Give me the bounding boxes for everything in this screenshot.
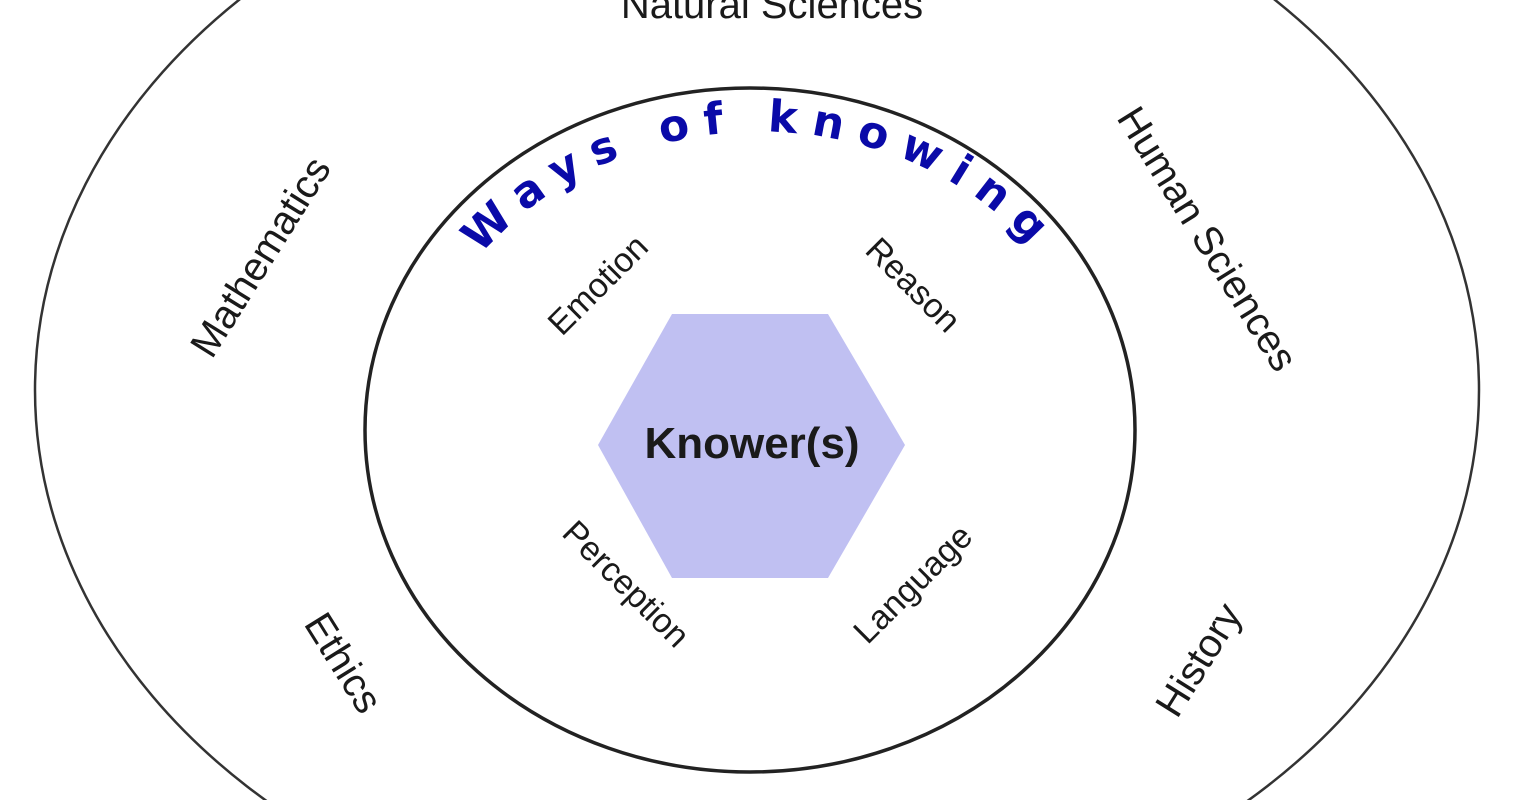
inner-ring (363, 86, 1137, 774)
wok-language: Language (846, 517, 980, 651)
aok-ethics: Ethics (296, 605, 391, 721)
ways-of-knowing-arc-title: Ways of knowing (452, 91, 1068, 262)
aok-mathematics: Mathematics (182, 149, 339, 365)
wok-emotion: Emotion (541, 228, 656, 343)
aok-natural-sciences: Natural Sciences (621, 0, 923, 27)
knower-hexagon (598, 314, 905, 578)
aok-human-sciences: Human Sciences (1108, 99, 1306, 379)
aok-history: History (1147, 596, 1250, 725)
wok-reason: Reason (858, 230, 968, 340)
outer-ring (33, 0, 1481, 800)
knower-label: Knower(s) (644, 419, 859, 468)
